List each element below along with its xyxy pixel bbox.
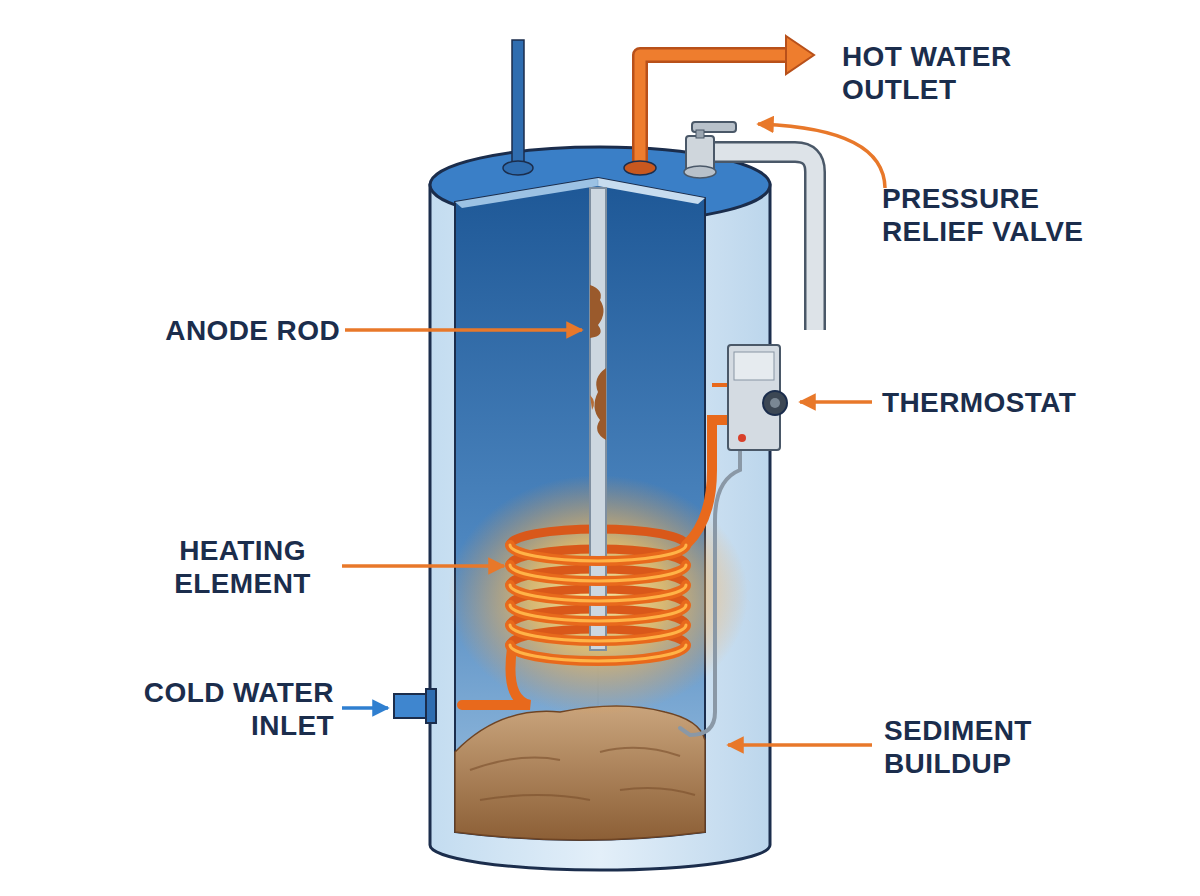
sediment-layer (455, 706, 705, 840)
heating-coil-front (510, 605, 686, 621)
part-label: THERMOSTAT (882, 386, 1142, 419)
relief-valve (684, 166, 716, 178)
thermostat-unit (712, 345, 787, 450)
heating-coil-front (510, 545, 686, 661)
leader-arrows (342, 124, 885, 745)
cold-water-pipe (512, 40, 524, 168)
anode-rod (594, 368, 606, 440)
heating-coil-front (510, 545, 686, 561)
hot-water-pipe (624, 161, 656, 175)
leader-arrows (728, 743, 872, 747)
tank-shell (430, 147, 770, 870)
hot-water-pipe (786, 36, 814, 74)
cold-water-pipe (503, 161, 533, 175)
heating-coil-front (510, 625, 686, 641)
leader-arrows (800, 400, 872, 404)
leader-arrows (758, 124, 885, 188)
part-label: ANODE ROD (140, 314, 340, 347)
thermostat-unit (738, 434, 746, 442)
thermostat-unit (763, 391, 787, 415)
part-label: COLD WATER INLET (112, 676, 334, 742)
relief-valve (684, 122, 815, 330)
heating-coil-front (510, 565, 686, 581)
thermostat-unit (734, 352, 774, 380)
heating-coil-front (462, 420, 730, 705)
sediment-layer (470, 748, 695, 800)
heating-coil-front (510, 605, 686, 621)
cold-water-pipe (426, 689, 436, 723)
heating-coil-front (510, 645, 686, 661)
part-label: SEDIMENT BUILDUP (884, 714, 1084, 780)
relief-valve (712, 152, 815, 330)
dip-tube (680, 450, 740, 735)
leader-arrows (342, 706, 388, 710)
cold-water-pipe (394, 40, 533, 723)
heating-coil-front (510, 645, 686, 661)
relief-valve (712, 152, 815, 330)
tank-cutaway (598, 178, 705, 204)
leader-arrows (342, 564, 504, 568)
sediment-layer (455, 706, 705, 840)
heating-coil-front (510, 585, 686, 601)
part-label: PRESSURE RELIEF VALVE (882, 182, 1117, 248)
leader-arrows (345, 328, 582, 332)
part-label: HOT WATER OUTLET (842, 40, 1057, 106)
heating-coil-front (510, 565, 686, 581)
heating-coil-front (510, 625, 686, 641)
relief-valve (696, 130, 704, 138)
tank-cutaway (455, 178, 598, 208)
heating-coil-front (510, 545, 686, 561)
heating-coil-front (462, 420, 730, 705)
dip-tube (680, 450, 740, 735)
thermostat-unit (770, 398, 780, 408)
part-label: HEATING ELEMENT (150, 534, 335, 600)
heating-coil-front (462, 648, 530, 705)
anode-rod (590, 285, 604, 338)
heating-coil-front (510, 585, 686, 601)
anode-rod (590, 395, 594, 410)
